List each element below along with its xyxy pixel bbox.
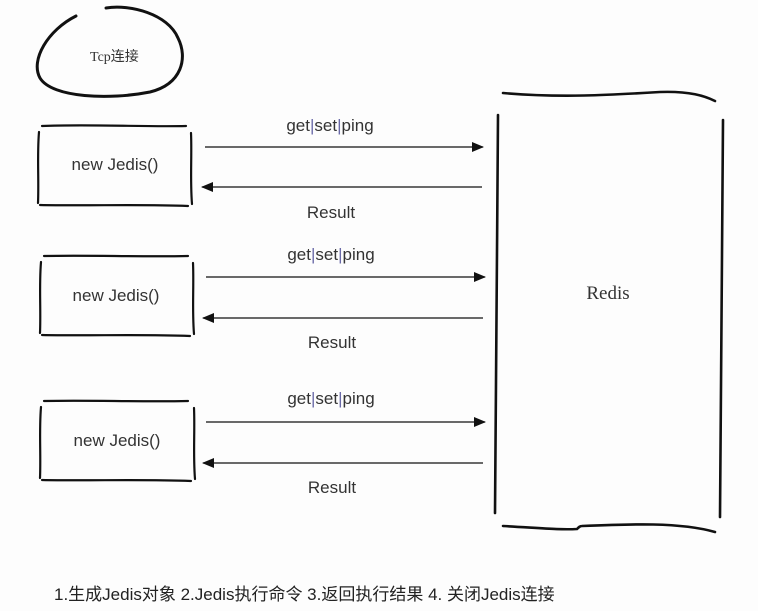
separator: | <box>338 245 343 264</box>
client-label-1: new Jedis() <box>71 155 159 174</box>
client-box-2 <box>38 254 196 338</box>
request-label-2: get|set|ping <box>287 245 374 265</box>
tcp-bubble-outline <box>35 5 184 98</box>
command-ping: ping <box>342 245 375 264</box>
command-ping: ping <box>342 389 375 408</box>
separator: | <box>309 116 315 135</box>
request-label-1: get|set|ping <box>286 116 373 136</box>
client-box-3 <box>38 399 197 483</box>
request-label-3: get|set|ping <box>287 389 374 409</box>
redis-label: Redis <box>586 283 630 304</box>
client-label-3: new Jedis() <box>73 431 161 450</box>
client-box-1 <box>36 124 194 208</box>
command-get: get <box>287 389 311 408</box>
response-label-1: Result <box>306 203 356 222</box>
command-get: get <box>286 116 310 135</box>
command-set: set <box>315 389 339 408</box>
separator: | <box>310 245 316 264</box>
client-label-2: new Jedis() <box>72 286 160 305</box>
tcp-bubble-label: Tcp连接 <box>90 50 139 65</box>
redis-box <box>493 90 725 534</box>
response-label-3: Result <box>307 478 357 497</box>
separator: | <box>337 116 342 135</box>
separator: | <box>310 389 316 408</box>
separator: | <box>338 389 343 408</box>
caption: 1.生成Jedis对象 2.Jedis执行命令 3.返回执行结果 4. 关闭Je… <box>54 585 555 604</box>
command-get: get <box>287 245 311 264</box>
command-ping: ping <box>341 116 374 135</box>
response-label-2: Result <box>307 333 357 352</box>
command-set: set <box>314 116 338 135</box>
command-set: set <box>315 245 339 264</box>
